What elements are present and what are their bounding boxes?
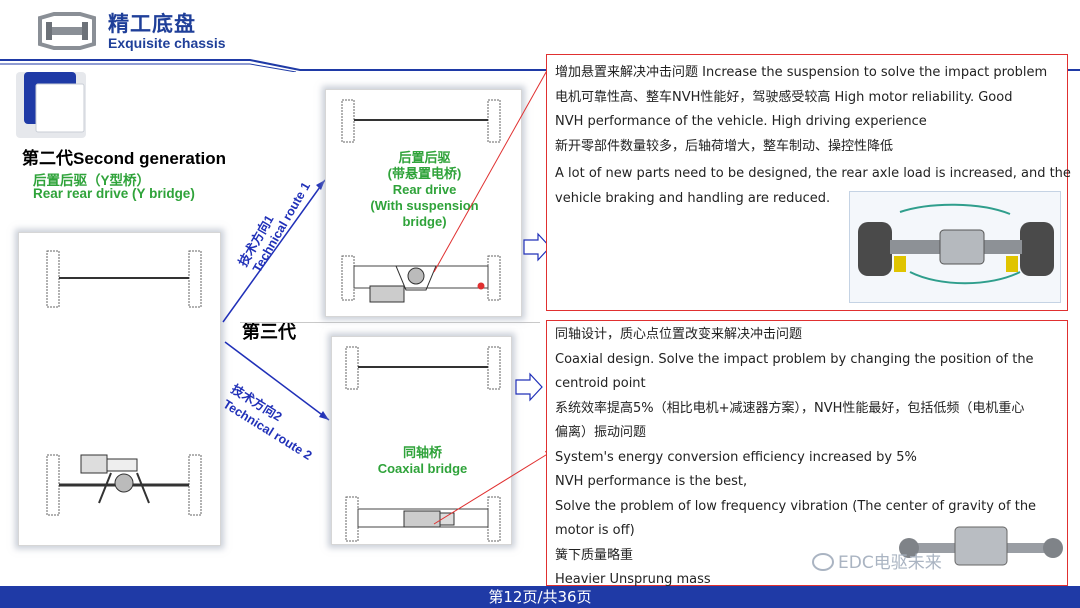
bottom-text-line-3: centroid point	[555, 376, 646, 391]
watermark: EDC电驱未来	[812, 548, 942, 573]
bottom-text-line-2: Coaxial design. Solve the impact problem…	[555, 351, 1034, 367]
second-generation-subtitle-cn: 后置后驱（Y型桥）	[33, 173, 151, 188]
divider-line	[240, 322, 540, 323]
coaxial-axle-photo	[899, 519, 1063, 579]
coaxial-bridge-label-cn: 同轴桥	[402, 445, 442, 460]
watermark-text: EDC电驱未来	[838, 553, 942, 573]
route-arrows	[215, 150, 335, 430]
bottom-text-line-10: 簧下质量略重	[555, 547, 634, 563]
second-gen-chassis-diagram	[18, 232, 221, 546]
pointer-lines	[430, 50, 560, 550]
coaxial-bridge-label-en: Coaxial bridge	[377, 461, 468, 476]
suspension-drive-label-line4: (With suspension	[370, 198, 479, 213]
page-number: 第12页/共36页	[488, 588, 592, 606]
bottom-text-line-7: NVH performance is the best,	[555, 474, 748, 489]
bottom-text-line-9: motor is off)	[555, 523, 635, 538]
bottom-text-line-1: 同轴设计，质心点位置改变来解决冲击问题	[555, 327, 803, 342]
second-generation-subtitle-en: Rear rear drive (Y bridge)	[33, 186, 195, 201]
coaxial-bridge-description: 同轴设计，质心点位置改变来解决冲击问题 Coaxial design. Solv…	[546, 320, 1068, 587]
brand-name-en: Exquisite chassis	[108, 35, 226, 51]
bottom-text-line-11: Heavier Unsprung mass	[555, 572, 711, 587]
coaxial-bridge-diagram: 同轴桥 Coaxial bridge	[331, 336, 512, 545]
bottom-text-line-5: 偏离）振动问题	[555, 425, 647, 440]
top-text-line-1: 增加悬置来解决冲击问题 Increase the suspension to s…	[555, 65, 1048, 80]
suspension-drive-label-line5: bridge)	[402, 214, 447, 229]
wechat-icon	[812, 553, 834, 571]
suspension-drive-label-line1: 后置后驱	[398, 150, 451, 165]
suspension-drive-label-line3: Rear drive	[392, 182, 457, 197]
top-text-line-3: NVH performance of the vehicle. High dri…	[555, 114, 927, 129]
third-generation-title: 第三代	[242, 322, 296, 342]
brand-name-cn: 精工底盘	[108, 13, 196, 36]
top-text-line-4: 新开零部件数量较多，后轴荷增大，整车制动、操控性降低	[555, 138, 894, 154]
bottom-text-line-6: System's energy conversion efficiency in…	[555, 449, 917, 465]
suspension-drive-diagram: 后置后驱 (带悬置电桥) Rear drive (With suspension…	[325, 89, 522, 317]
suspension-drive-description: 增加悬置来解决冲击问题 Increase the suspension to s…	[546, 54, 1071, 311]
bottom-text-line-4: 系统效率提高5%（相比电机+减速器方案），NVH性能最好，包括低频（电机重心	[555, 400, 1025, 416]
top-text-line-6: vehicle braking and handling are reduced…	[555, 190, 831, 206]
suspension-drive-label-line2: (带悬置电桥)	[387, 166, 462, 181]
suspension-axle-photo	[849, 191, 1061, 303]
company-logo	[36, 12, 98, 50]
footer-bar	[0, 586, 1080, 608]
bottom-text-line-8: Solve the problem of low frequency vibra…	[555, 498, 1037, 514]
second-generation-title: 第二代Second generation	[22, 149, 227, 168]
top-text-line-2: 电机可靠性高、整车NVH性能好，驾驶感受较高 High motor reliab…	[555, 89, 1013, 105]
top-text-line-5: A lot of new parts need to be designed, …	[555, 166, 1071, 181]
section-icon	[6, 66, 90, 142]
